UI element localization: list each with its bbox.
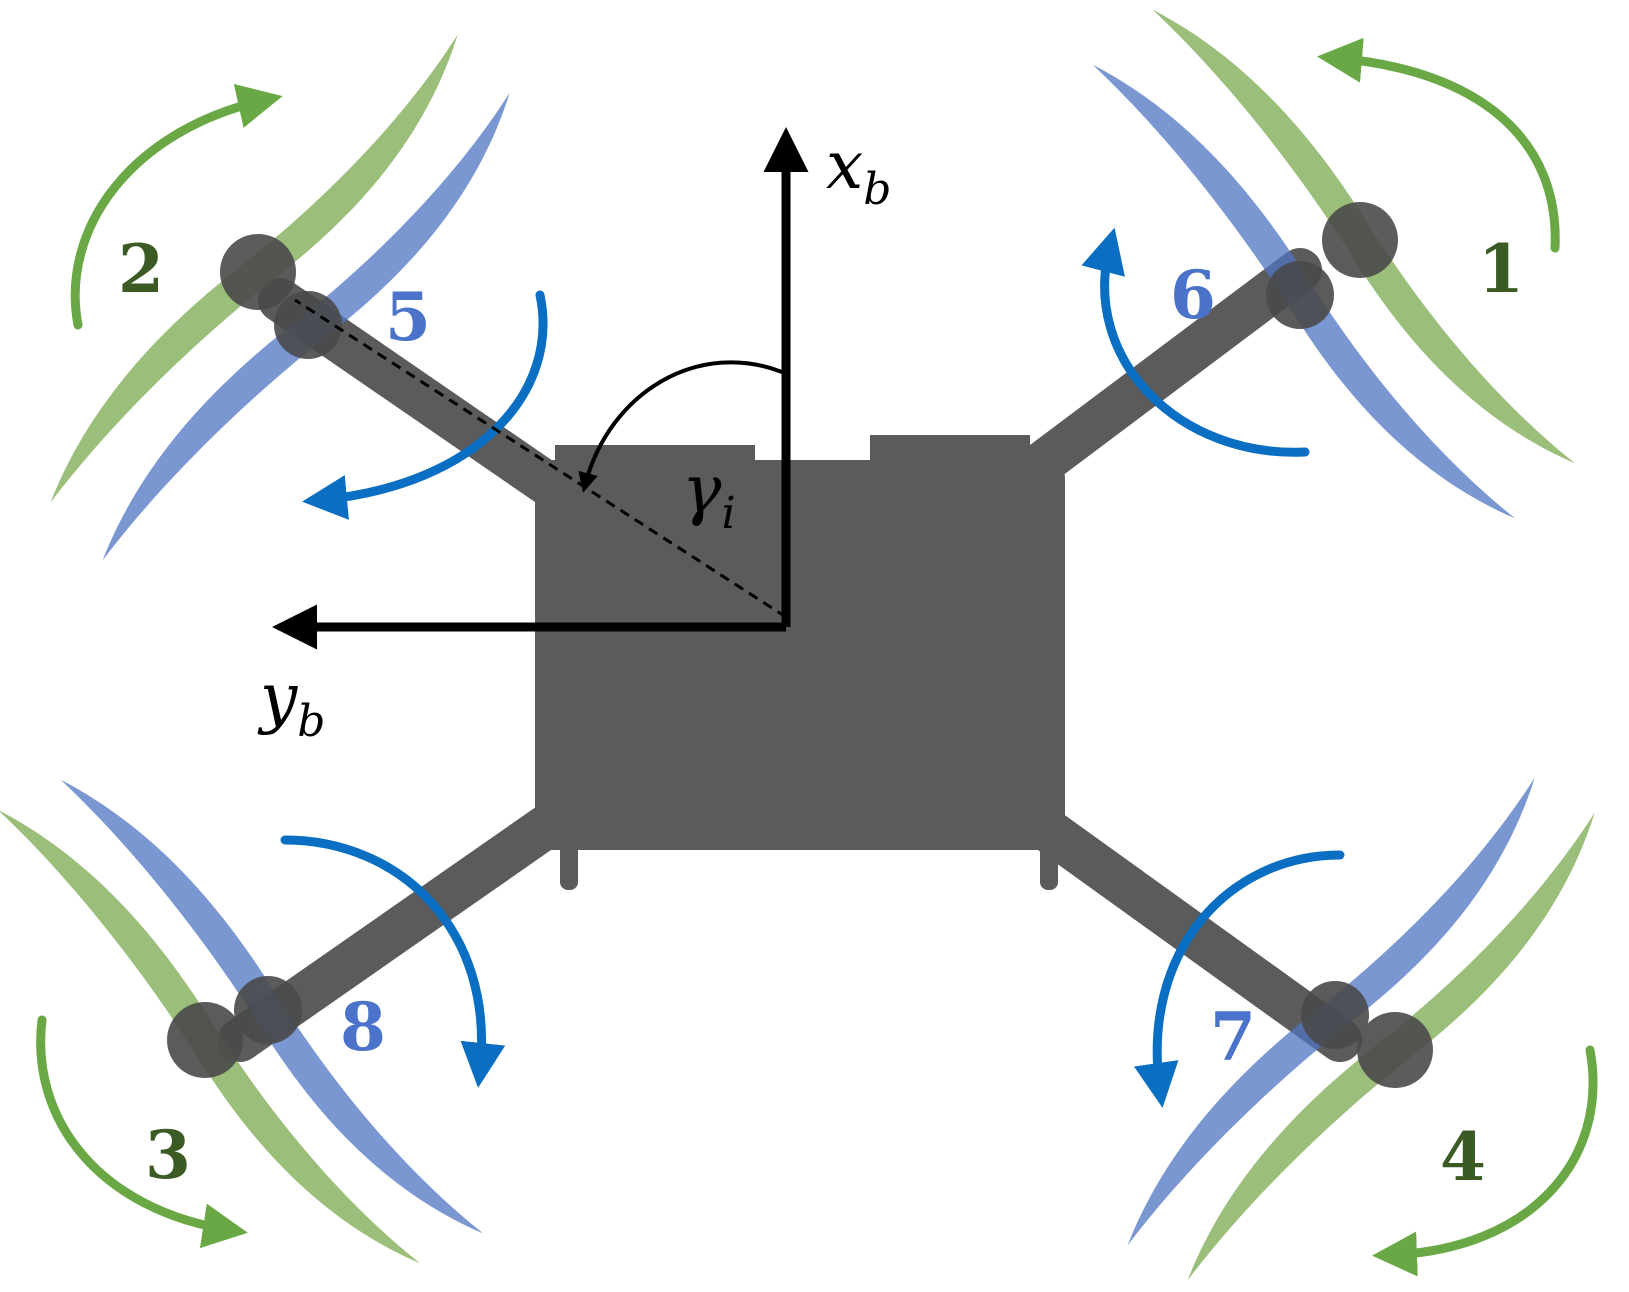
rotor-label-1: 1: [1478, 230, 1524, 308]
y-axis-label: yb: [257, 659, 325, 747]
motor-hubs: [167, 202, 1433, 1088]
arm-reference-line: [294, 298, 787, 619]
rotation-arrow-8: [280, 835, 506, 1088]
rotation-arrow-6: [1081, 227, 1310, 457]
rotor-label-4: 4: [1440, 1118, 1486, 1196]
rotation-arrows: [36, 37, 1598, 1277]
x-axis-label: xb: [826, 127, 891, 215]
rotor-label-8: 8: [340, 988, 386, 1066]
central-body: [535, 435, 1065, 890]
rotation-arrow-5: [302, 290, 548, 520]
rotation-arrow-7: [1133, 850, 1345, 1108]
gamma-angle-label: γi: [682, 451, 736, 539]
arm-front-right: [998, 248, 1322, 502]
body-axes: [272, 127, 809, 650]
rotor-label-6: 6: [1170, 256, 1216, 334]
rotation-arrow-4: [1372, 1045, 1598, 1277]
arm-rear-right: [998, 788, 1362, 1062]
rotor-label-3: 3: [145, 1116, 191, 1194]
rotor-label-2: 2: [118, 230, 164, 308]
rotor-label-5: 5: [385, 278, 431, 356]
rotation-arrow-2: [70, 83, 283, 330]
gamma-angle-arc: [578, 360, 783, 493]
rotation-arrow-1: [1317, 37, 1560, 253]
rotor-label-7: 7: [1210, 998, 1256, 1076]
rotation-arrow-3: [36, 1015, 248, 1249]
rotor-labels: 1 2 3 4 5 6 7 8: [118, 230, 1524, 1196]
